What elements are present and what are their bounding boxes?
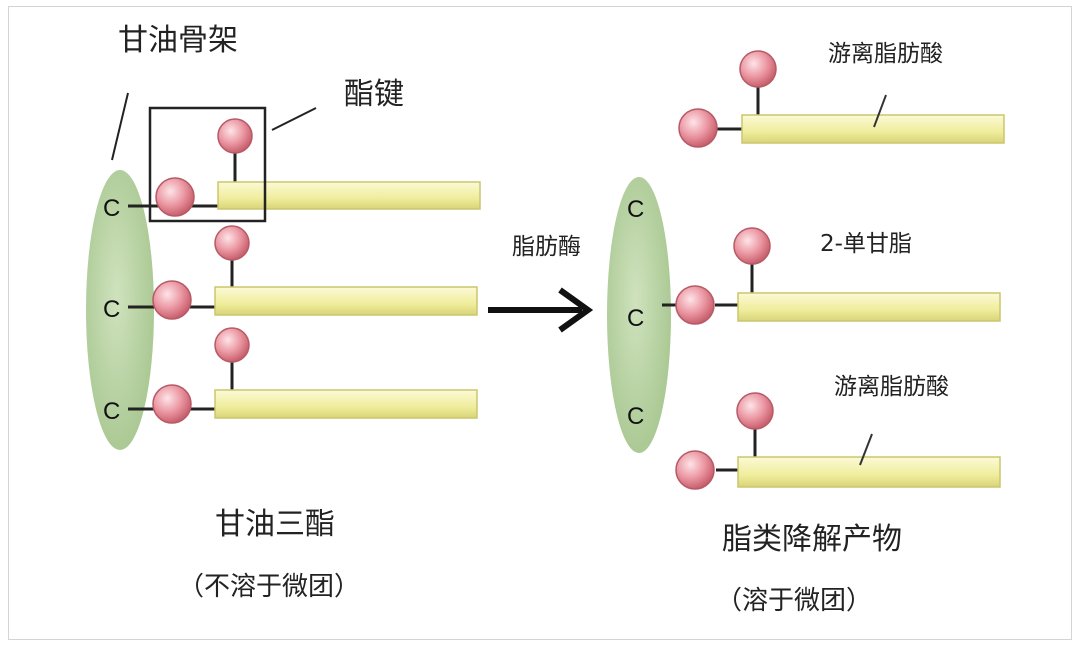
fatty-acid-chain-1 (128, 118, 481, 217)
carbon-label: C (103, 296, 120, 323)
ester-oxygen-ball (678, 108, 718, 148)
carbon-label: C (627, 196, 644, 223)
carbonyl-oxygen-ball (214, 225, 250, 261)
reaction-arrow (488, 287, 594, 333)
ester-oxygen-ball (152, 280, 192, 320)
free-fatty-acid-top (678, 50, 1005, 148)
free-fatty-acid-top-label: 游离脂肪酸 (828, 41, 943, 67)
triglyceride-note: （不溶于微团） (178, 572, 361, 602)
carbonyl-oxygen-ball (736, 392, 774, 430)
ester-pointer-line (271, 107, 317, 131)
fatty-acid-chain-3 (128, 327, 478, 424)
ester-oxygen-ball (675, 285, 715, 325)
glycerol-backbone-label: 甘油骨架 (118, 23, 238, 58)
products-title: 脂类降解产物 (722, 522, 902, 557)
glycerol-backbone-left (86, 170, 154, 450)
carbonyl-oxygen-ball (733, 227, 771, 265)
glycerol-backbone-right (607, 177, 671, 453)
products-note: （溶于微团） (716, 586, 873, 616)
carbon-label: C (103, 195, 120, 222)
ester-oxygen-ball (155, 177, 195, 217)
monoglyceride (662, 227, 1001, 325)
diagram-frame (8, 6, 1072, 640)
glycerol-pointer-line (111, 92, 129, 161)
carbonyl-oxygen-ball (739, 50, 777, 88)
carbon-label: C (627, 403, 644, 430)
ester-oxygen-ball (675, 450, 715, 490)
carbonyl-oxygen-ball (217, 118, 253, 154)
carbon-label: C (103, 398, 120, 425)
carbonyl-oxygen-ball (214, 327, 250, 363)
fatty-acid-chain-2 (128, 225, 478, 320)
carbon-label: C (627, 305, 644, 332)
triglyceride-title: 甘油三酯 (215, 507, 335, 542)
monoglyceride-label: 2-单甘脂 (820, 231, 912, 257)
ester-bond-label: 酯键 (344, 77, 404, 112)
free-fatty-acid-bottom (675, 392, 1001, 490)
ester-bond-box (148, 106, 267, 223)
free-fatty-acid-bottom-label: 游离脂肪酸 (834, 374, 949, 400)
lipase-label: 脂肪酶 (512, 234, 581, 260)
ester-oxygen-ball (152, 384, 192, 424)
